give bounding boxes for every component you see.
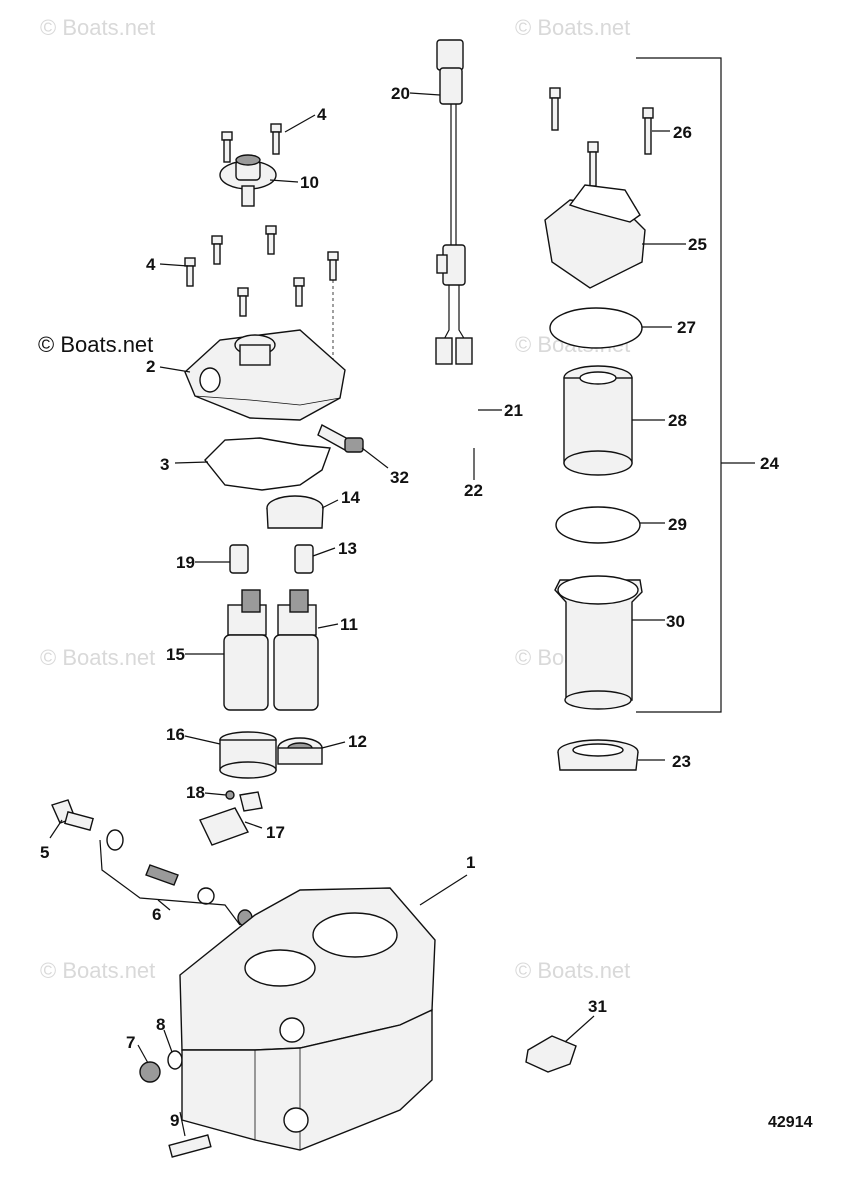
fitting-5 xyxy=(51,799,94,832)
callout-10: 10 xyxy=(300,173,319,192)
watermark-left-lower: © Boats.net xyxy=(40,645,155,670)
sensor-bolt xyxy=(317,424,364,453)
pressure-regulator xyxy=(219,154,277,207)
callout-26: 26 xyxy=(673,123,692,142)
o-ring-27 xyxy=(549,307,643,349)
seal-29 xyxy=(555,506,641,544)
o-ring-18 xyxy=(225,790,235,800)
callout-14: 14 xyxy=(341,488,360,507)
bolt-set-cover xyxy=(184,225,339,370)
pump-seal xyxy=(277,737,323,765)
adapter-fitting xyxy=(525,1035,577,1073)
fuel-housing xyxy=(179,887,436,1151)
watermark-bottom-right: © Boats.net xyxy=(515,958,630,983)
callout-9: 9 xyxy=(170,1111,179,1130)
filter-head xyxy=(544,184,646,289)
bowl-cap xyxy=(557,739,639,771)
callout-27: 27 xyxy=(677,318,696,337)
plug-7 xyxy=(139,1061,161,1083)
callout-16: 16 xyxy=(166,725,185,744)
filter-element xyxy=(563,365,633,476)
callout-20: 20 xyxy=(391,84,410,103)
filter-screen xyxy=(199,791,263,846)
callout-8: 8 xyxy=(156,1015,165,1034)
callout-4-left: 4 xyxy=(146,255,156,274)
callout-13: 13 xyxy=(338,539,357,558)
cover-gasket xyxy=(204,437,331,491)
callout-23: 23 xyxy=(672,752,691,771)
callout-18: 18 xyxy=(186,783,205,802)
pump-bracket xyxy=(266,495,324,529)
callout-7: 7 xyxy=(126,1033,135,1052)
assembly-bracket-24 xyxy=(636,57,755,713)
callout-30: 30 xyxy=(666,612,685,631)
filter-bowl xyxy=(554,575,643,710)
watermark-top-left: © Boats.net xyxy=(40,15,155,40)
watermark-main: © Boats.net xyxy=(38,332,153,357)
fuel-pump-15 xyxy=(223,589,269,711)
callout-2: 2 xyxy=(146,357,155,376)
callout-4-top: 4 xyxy=(317,105,327,124)
watermark-top-right: © Boats.net xyxy=(515,15,630,40)
callout-22: 22 xyxy=(464,481,483,500)
fitting-9 xyxy=(168,1134,212,1158)
callout-11: 11 xyxy=(340,615,358,634)
callout-25: 25 xyxy=(688,235,707,254)
wiring-harness xyxy=(435,39,473,365)
callout-5: 5 xyxy=(40,843,49,862)
callout-12: 12 xyxy=(348,732,367,751)
bushing-13 xyxy=(294,544,314,574)
pump-sleeve xyxy=(219,731,277,779)
callout-17: 17 xyxy=(266,823,285,842)
callout-32: 32 xyxy=(390,468,409,487)
callout-3: 3 xyxy=(160,455,169,474)
callout-19: 19 xyxy=(176,553,195,572)
fuel-pump-11 xyxy=(273,589,319,711)
callout-1: 1 xyxy=(466,853,475,872)
watermark-bottom-left: © Boats.net xyxy=(40,958,155,983)
leader-lines xyxy=(49,92,686,1137)
callout-31: 31 xyxy=(588,997,607,1016)
washer-8 xyxy=(167,1050,183,1070)
callout-24: 24 xyxy=(760,454,779,473)
fuel-cover xyxy=(184,329,346,421)
check-valve-kit xyxy=(99,829,253,927)
callout-21: 21 xyxy=(504,401,523,420)
bolt-set-top xyxy=(221,123,282,163)
callout-28: 28 xyxy=(668,411,687,430)
callout-15: 15 xyxy=(166,645,185,664)
filter-bolts xyxy=(549,87,654,187)
diagram-reference-number: 42914 xyxy=(768,1114,813,1131)
bushing-19 xyxy=(229,544,249,574)
callout-29: 29 xyxy=(668,515,687,534)
callout-6: 6 xyxy=(152,905,161,924)
